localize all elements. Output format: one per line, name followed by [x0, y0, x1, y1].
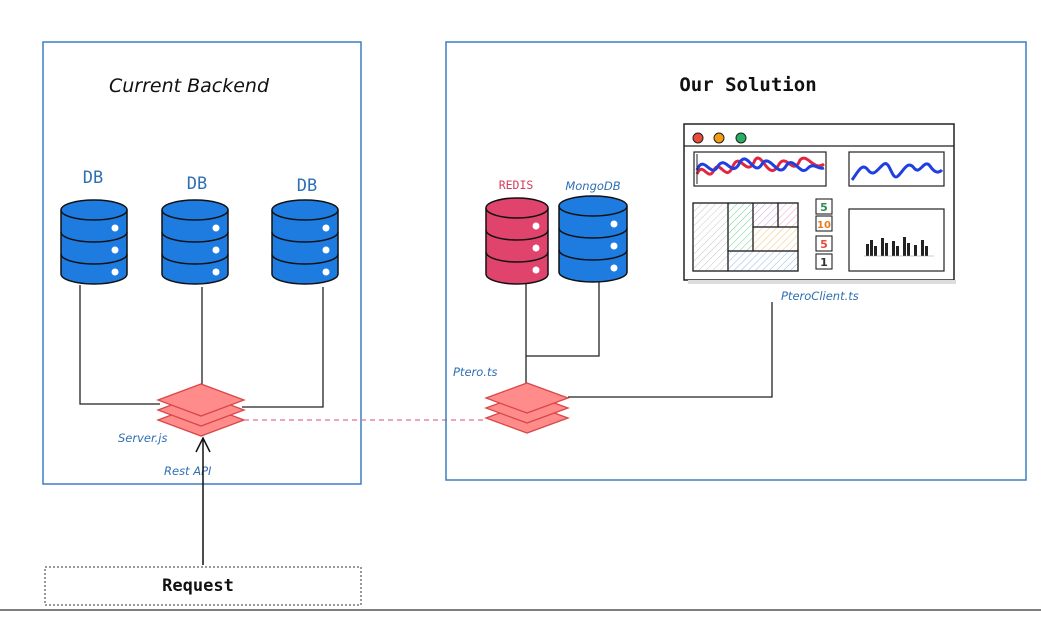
redis-label: REDIS	[499, 178, 534, 192]
stat-value-1: 5	[820, 201, 828, 214]
dashboard-window: 5 10 5 1	[683, 123, 956, 284]
treemap-thumbnail	[692, 202, 799, 272]
ptero-client-label: PteroClient.ts	[781, 289, 859, 303]
request-box	[44, 566, 362, 606]
rest-api-label: Rest API	[164, 464, 212, 478]
db-label-1: DB	[83, 168, 103, 188]
current-backend-frame	[42, 41, 362, 485]
request-label: Request	[162, 576, 234, 596]
server-stack-icon	[156, 383, 246, 437]
stat-value-3: 5	[820, 238, 828, 251]
db-label-3: DB	[297, 176, 317, 196]
database-icon	[271, 199, 339, 285]
request-arrow	[195, 436, 211, 565]
stat-value-4: 1	[820, 256, 828, 269]
redis-database-icon	[485, 197, 549, 285]
our-solution-title: Our Solution	[679, 74, 816, 96]
mongodb-database-icon	[558, 195, 628, 283]
maximize-dot-icon	[735, 132, 747, 144]
db-label-2: DB	[187, 174, 207, 194]
line-chart-thumbnail	[848, 151, 945, 187]
bar-chart-thumbnail	[848, 208, 945, 272]
ptero-label: Ptero.ts	[453, 365, 497, 379]
stat-value-2: 10	[817, 220, 831, 231]
mongodb-label: MongoDB	[565, 179, 620, 193]
stat-boxes: 5 10 5 1	[815, 198, 833, 270]
database-icon	[161, 199, 229, 285]
db-connector-lines	[79, 285, 324, 408]
ptero-stack-icon	[484, 382, 570, 434]
close-dot-icon	[692, 132, 704, 144]
solution-connector-lines	[525, 282, 773, 398]
line-chart-thumbnail	[693, 151, 827, 187]
server-label: Server.js	[118, 431, 168, 445]
our-solution-frame	[445, 41, 1027, 481]
minimize-dot-icon	[713, 132, 725, 144]
current-backend-title: Current Backend	[109, 75, 270, 97]
database-icon	[60, 199, 128, 285]
